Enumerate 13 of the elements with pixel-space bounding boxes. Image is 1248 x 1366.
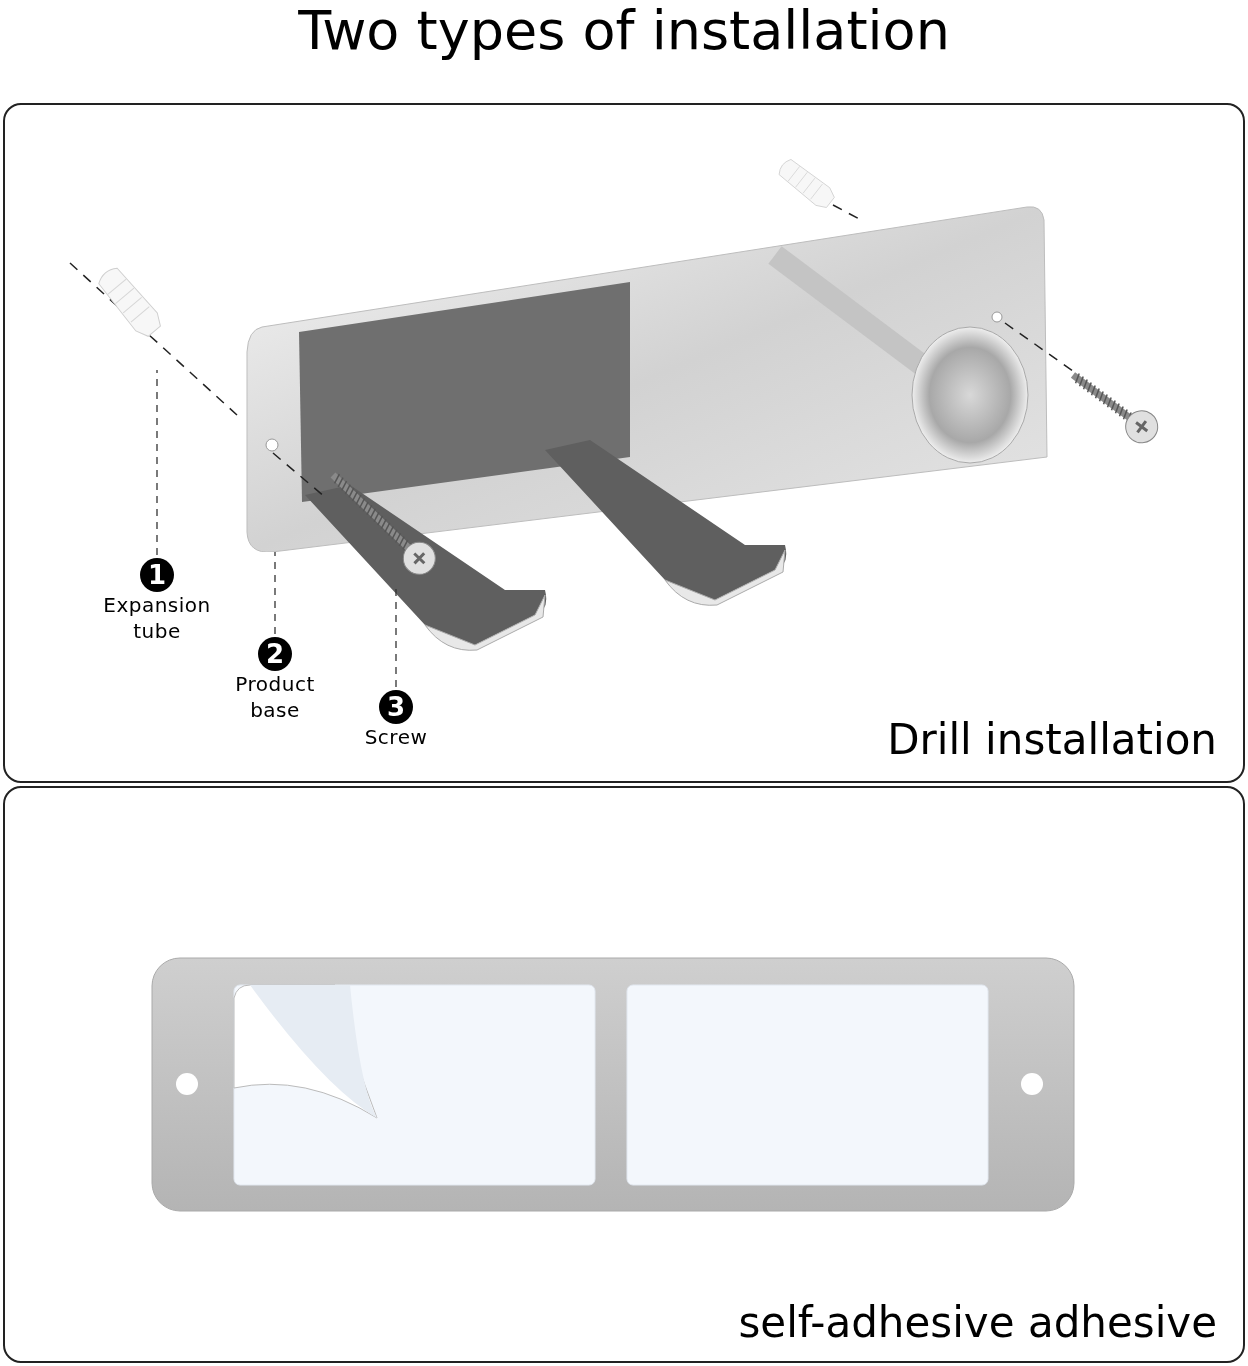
panel-heading: self-adhesive adhesive <box>738 1300 1217 1347</box>
callout-number: 2 <box>258 637 292 671</box>
leader-line <box>274 551 276 635</box>
installation-panel <box>3 103 1245 783</box>
title: Two types of installation <box>297 0 951 62</box>
panel-heading: Drill installation <box>887 717 1217 764</box>
callout-label: Product base <box>234 671 316 723</box>
leader-line <box>156 369 158 556</box>
callout-label: Expansion tube <box>102 592 212 644</box>
installation-panel <box>3 786 1245 1363</box>
callout-number: 1 <box>140 558 174 592</box>
callout-number: 3 <box>379 690 413 724</box>
callout-label: Screw <box>363 724 429 750</box>
